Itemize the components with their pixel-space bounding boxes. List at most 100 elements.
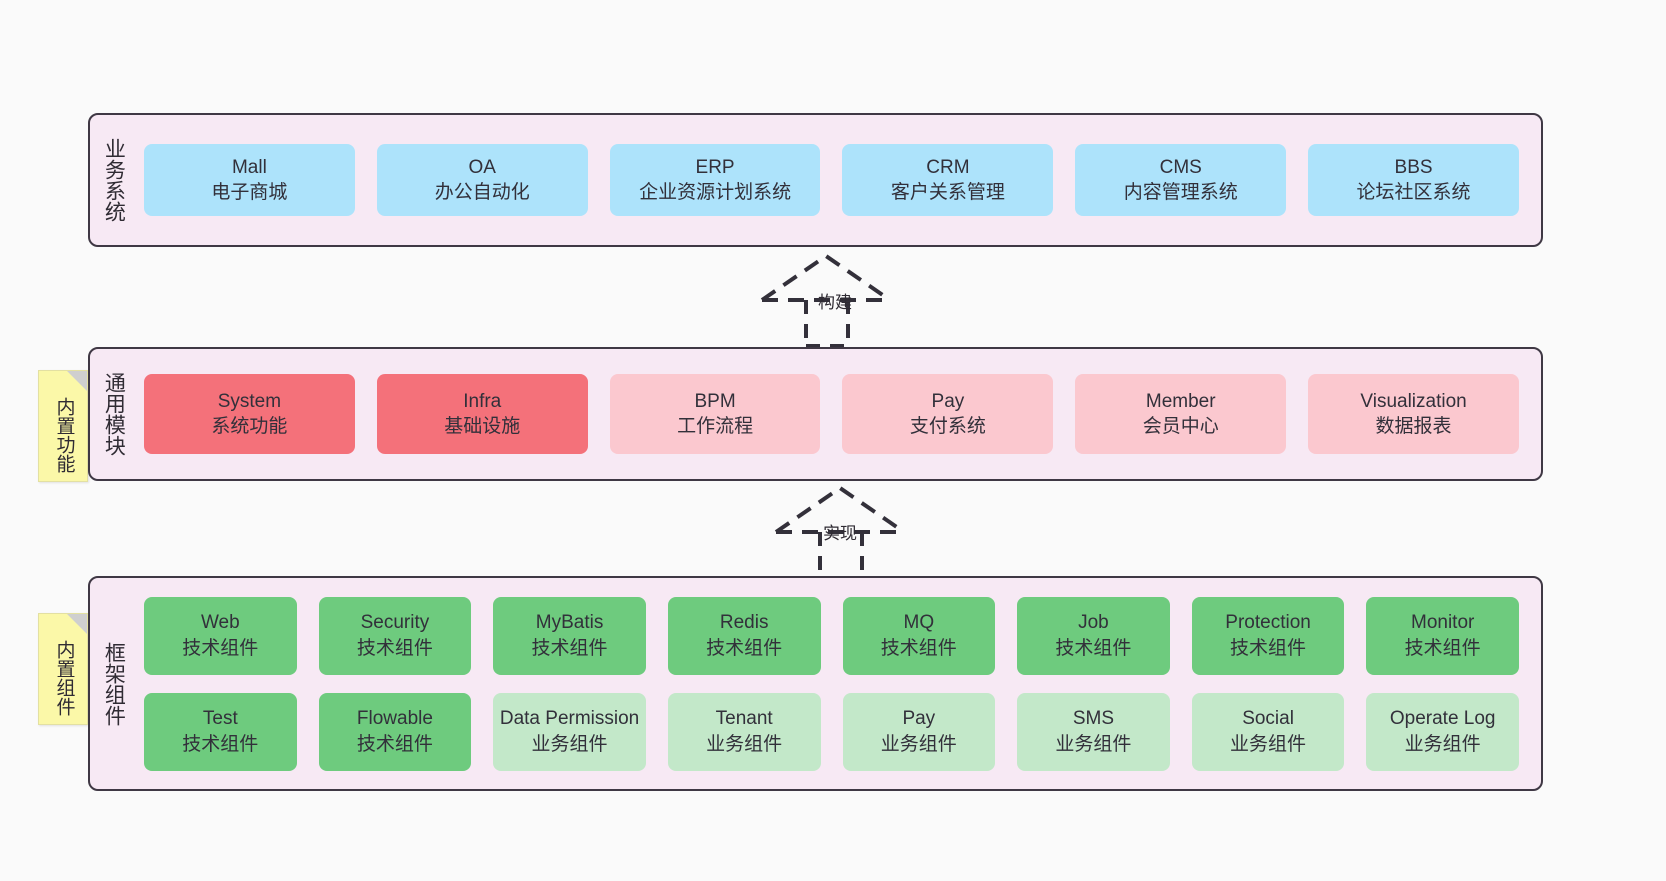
node-subtitle: 技术组件 [531,637,608,659]
node-crm[interactable]: CRM 客户关系管理 [842,144,1054,216]
layer-row: System 系统功能 Infra 基础设施 BPM 工作流程 Pay 支付系统… [144,374,1519,454]
layer-business-systems: 业务系统 Mall 电子商城 OA 办公自动化 ERP 企业资源计划系统 CRM… [88,113,1543,247]
connector-implement-label: 实现 [823,524,857,543]
node-title: Pay [931,390,965,412]
node-title: Pay [902,708,936,730]
layer-body-framework-components: Web 技术组件 Security 技术组件 MyBatis 技术组件 Redi… [136,578,1541,789]
node-subtitle: 业务组件 [880,733,957,755]
node-job[interactable]: Job 技术组件 [1017,596,1170,675]
node-title: Job [1078,612,1109,634]
layer-title-business-systems: 业务系统 [102,138,126,222]
node-redis[interactable]: Redis 技术组件 [667,596,821,675]
note-label: 内置组件 [53,640,75,716]
node-subtitle: 业务组件 [1055,733,1132,755]
connector-build-label: 构建 [818,293,852,312]
node-title: CRM [926,156,970,178]
node-title: CMS [1159,156,1202,178]
node-title: Mall [231,156,267,178]
node-bbs[interactable]: BBS 论坛社区系统 [1308,144,1519,216]
note-fold-corner-icon [67,371,87,391]
node-title: OA [468,156,496,178]
note-builtin-features: 内置功能 [38,370,88,482]
node-web[interactable]: Web 技术组件 [144,596,297,675]
layer-body-business-systems: Mall 电子商城 OA 办公自动化 ERP 企业资源计划系统 CRM 客户关系… [136,115,1541,245]
node-subtitle: 技术组件 [356,733,433,755]
layer-row: Web 技术组件 Security 技术组件 MyBatis 技术组件 Redi… [144,596,1519,675]
node-subtitle: 技术组件 [1404,637,1481,659]
node-infra[interactable]: Infra 基础设施 [376,374,588,454]
node-subtitle: 企业资源计划系统 [639,182,792,203]
node-mybatis[interactable]: MyBatis 技术组件 [493,596,646,675]
node-subtitle: 业务组件 [531,733,608,755]
node-title: System [217,390,282,412]
node-subtitle: 电子商城 [211,182,288,203]
node-erp[interactable]: ERP 企业资源计划系统 [609,144,821,216]
node-oa[interactable]: OA 办公自动化 [376,144,588,216]
node-subtitle: 支付系统 [909,416,986,437]
node-test[interactable]: Test 技术组件 [144,692,297,771]
node-mall[interactable]: Mall 电子商城 [144,144,355,216]
node-tenant[interactable]: Tenant 业务组件 [667,692,821,771]
node-title: Tenant [715,708,773,730]
node-subtitle: 办公自动化 [434,182,530,203]
node-title: Member [1145,390,1216,412]
node-title: Monitor [1411,612,1475,634]
node-title: Redis [719,612,769,634]
node-title: ERP [695,156,735,178]
node-subtitle: 技术组件 [706,637,783,659]
node-subtitle: 会员中心 [1142,416,1219,437]
node-subtitle: 业务组件 [1230,733,1307,755]
node-monitor[interactable]: Monitor 技术组件 [1366,596,1519,675]
node-security[interactable]: Security 技术组件 [318,596,472,675]
node-bpm[interactable]: BPM 工作流程 [609,374,821,454]
node-sms[interactable]: SMS 业务组件 [1017,692,1170,771]
node-title: Visualization [1360,390,1467,412]
node-title: Infra [463,390,502,412]
node-system[interactable]: System 系统功能 [144,374,355,454]
node-subtitle: 技术组件 [182,733,259,755]
node-protection[interactable]: Protection 技术组件 [1191,596,1345,675]
note-builtin-components: 内置组件 [38,613,88,725]
node-title: Social [1242,708,1294,730]
node-pay-business[interactable]: Pay 业务组件 [842,692,996,771]
node-subtitle: 业务组件 [706,733,783,755]
node-title: Test [202,708,238,730]
layer-row: Mall 电子商城 OA 办公自动化 ERP 企业资源计划系统 CRM 客户关系… [144,144,1519,216]
node-subtitle: 技术组件 [356,637,433,659]
node-subtitle: 工作流程 [677,416,754,437]
node-subtitle: 技术组件 [182,637,259,659]
layer-row: Test 技术组件 Flowable 技术组件 Data Permission … [144,692,1519,771]
node-data-permission[interactable]: Data Permission 业务组件 [493,692,646,771]
layer-body-common-modules: System 系统功能 Infra 基础设施 BPM 工作流程 Pay 支付系统… [136,349,1541,479]
node-member[interactable]: Member 会员中心 [1075,374,1287,454]
node-title: Data Permission [499,708,640,730]
note-label: 内置功能 [53,397,75,473]
node-title: Operate Log [1389,708,1496,730]
node-social[interactable]: Social 业务组件 [1191,692,1345,771]
node-title: Protection [1225,612,1311,634]
connector-build-arrow [760,253,892,348]
node-pay[interactable]: Pay 支付系统 [842,374,1054,454]
note-fold-corner-icon [67,614,87,634]
node-visualization[interactable]: Visualization 数据报表 [1308,374,1519,454]
node-flowable[interactable]: Flowable 技术组件 [318,692,472,771]
node-operate-log[interactable]: Operate Log 业务组件 [1366,692,1519,771]
node-subtitle: 业务组件 [1404,733,1481,755]
node-subtitle: 基础设施 [444,416,521,437]
node-subtitle: 技术组件 [1230,637,1307,659]
layer-framework-components: 框架组件 Web 技术组件 Security 技术组件 MyBatis 技术组件… [88,576,1543,791]
node-subtitle: 内容管理系统 [1123,182,1238,203]
node-title: BBS [1394,156,1433,178]
node-subtitle: 技术组件 [880,637,957,659]
layer-title-framework-components: 框架组件 [102,641,126,726]
node-subtitle: 数据报表 [1375,416,1452,437]
node-subtitle: 系统功能 [211,416,288,437]
node-cms[interactable]: CMS 内容管理系统 [1075,144,1287,216]
node-title: MQ [903,612,935,634]
node-subtitle: 技术组件 [1055,637,1132,659]
node-subtitle: 论坛社区系统 [1356,182,1471,203]
node-mq[interactable]: MQ 技术组件 [842,596,996,675]
node-title: SMS [1072,708,1115,730]
node-title: Flowable [356,708,433,730]
